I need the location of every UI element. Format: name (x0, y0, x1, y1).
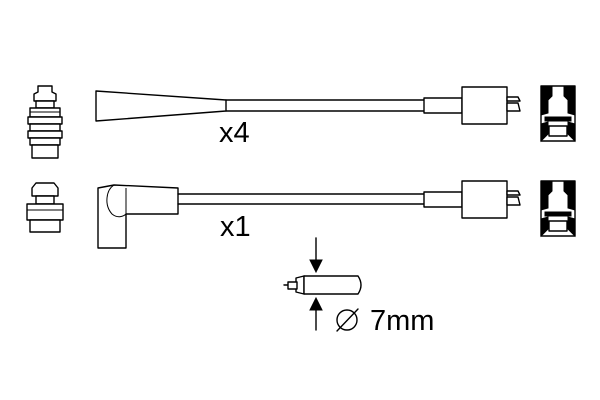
terminal-cap-top (540, 85, 576, 143)
terminal-cap-bottom (540, 180, 576, 238)
cable-section-detail (283, 275, 362, 295)
straight-boot-top (95, 90, 227, 122)
quantity-label-top: x4 (219, 117, 250, 149)
cable-bottom (177, 193, 425, 205)
spark-plug-terminal-bottom (26, 182, 64, 233)
dimension-arrows (309, 237, 323, 331)
distributor-connector-bottom (423, 180, 521, 219)
distributor-connector-top (423, 86, 521, 125)
spark-plug-terminal-top (27, 85, 63, 159)
diameter-label: 7mm (370, 305, 434, 337)
diameter-symbol-icon (336, 308, 359, 332)
quantity-label-bottom: x1 (220, 211, 251, 243)
cable-top (225, 99, 425, 112)
angled-boot-bottom (97, 184, 179, 249)
